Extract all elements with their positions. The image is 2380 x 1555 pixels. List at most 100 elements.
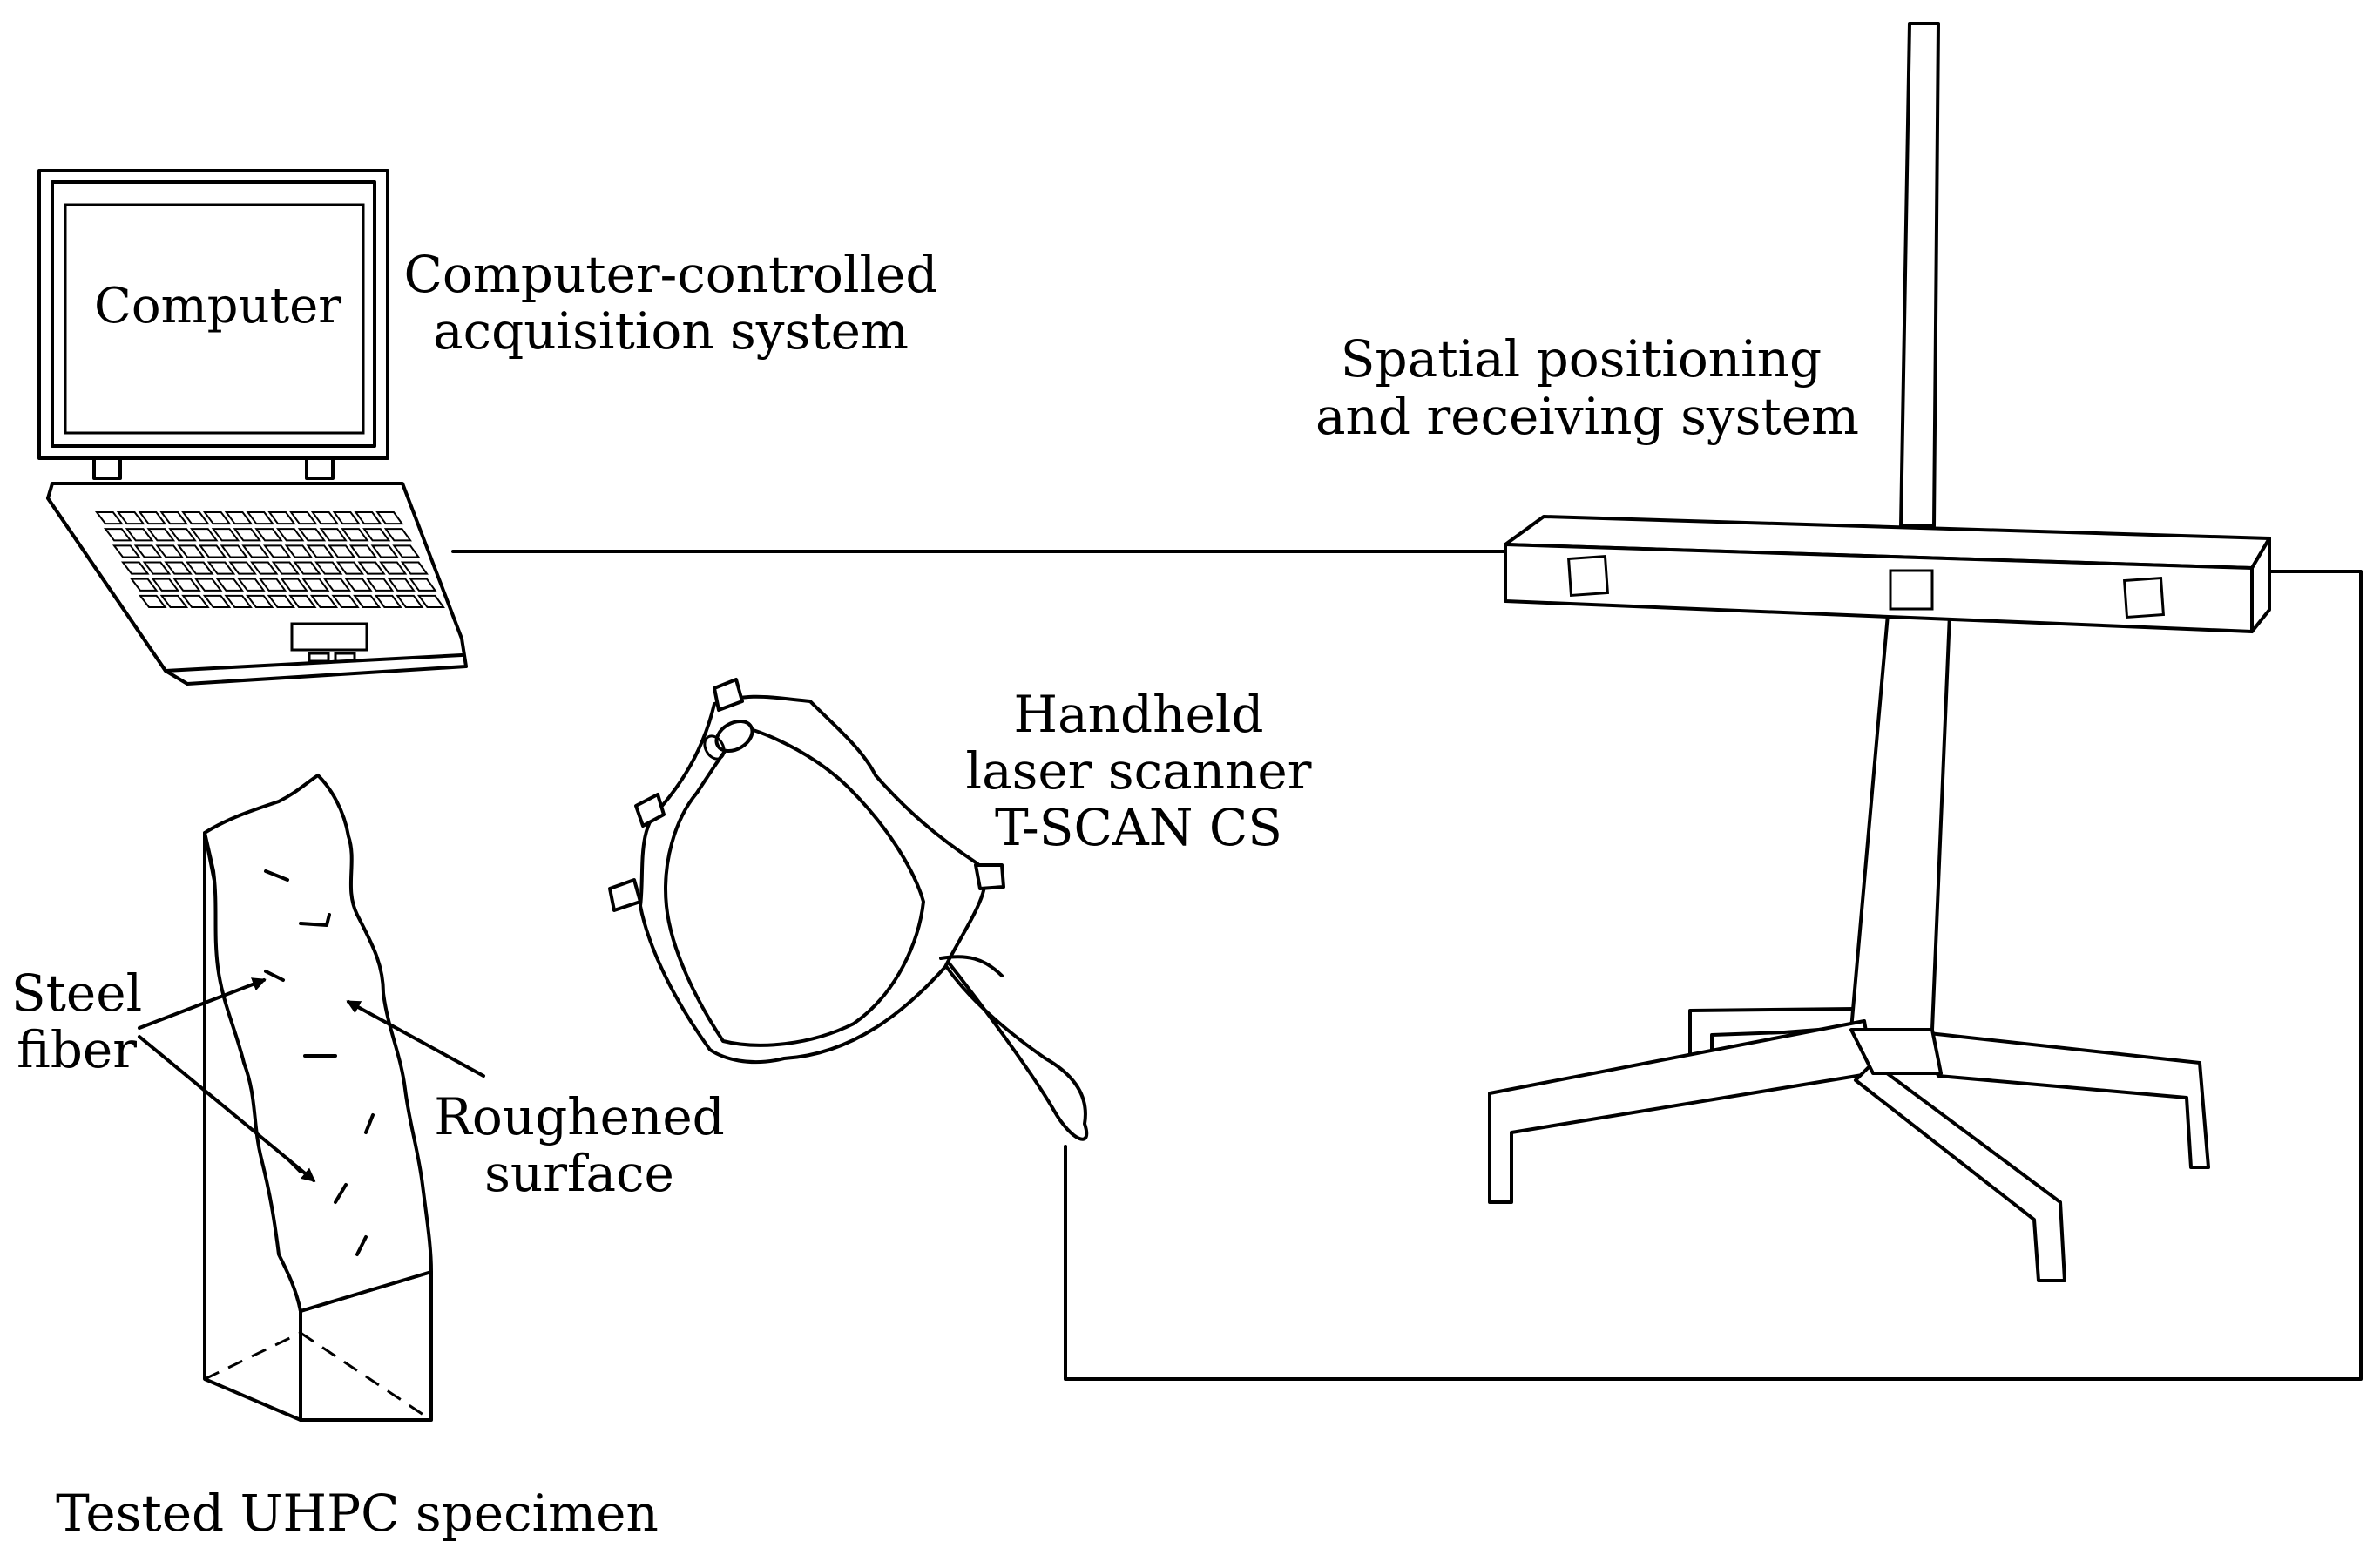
specimen-label: Tested UHPC specimen <box>56 1484 659 1543</box>
keyboard-key <box>138 594 167 608</box>
keyboard-key <box>133 544 163 558</box>
keyboard-key <box>341 528 369 542</box>
keyboard-key <box>293 561 321 575</box>
roughened-surface-arrow <box>346 1000 485 1078</box>
keyboard-key <box>280 578 308 592</box>
laptop-screen <box>51 180 376 448</box>
keyboard-key <box>396 594 424 608</box>
scanner-nub-lower <box>608 878 642 912</box>
tripod-lower-post <box>1849 612 1951 1031</box>
keyboard-key <box>202 511 232 525</box>
keyboard-key <box>322 578 352 592</box>
laptop-trackpad-button-right <box>334 652 356 663</box>
keyboard-key <box>332 511 361 525</box>
keyboard-key <box>237 578 266 592</box>
keyboard-key <box>400 561 429 575</box>
receiver-bar-end <box>2250 537 2271 633</box>
keyboard-key <box>267 594 295 608</box>
keyboard-key <box>362 528 391 542</box>
scanner-label-line3: T-SCAN CS <box>995 798 1282 857</box>
keyboard-key <box>309 594 339 608</box>
steel-fiber-3 <box>264 970 285 982</box>
keyboard-key <box>258 578 287 592</box>
keyboard-key <box>211 528 240 542</box>
keyboard-key <box>177 544 206 558</box>
scanner-lens-top-inner <box>703 734 726 761</box>
keyboard-key <box>409 578 437 592</box>
keyboard-key <box>357 561 386 575</box>
scanner-nub-left <box>634 793 666 828</box>
keyboard-key <box>202 594 232 608</box>
keyboard-key <box>228 561 257 575</box>
leader-arrows <box>138 977 485 1182</box>
keyboard-key <box>250 561 279 575</box>
keyboard-key <box>288 594 317 608</box>
laser-scanner-illustration <box>608 678 1089 1141</box>
keyboard-key <box>392 544 421 558</box>
laptop-screen-inner <box>64 203 365 435</box>
keyboard-key <box>116 511 145 525</box>
keyboard-key <box>267 511 296 525</box>
steel-fiber-arrow-upper <box>138 977 267 1030</box>
keyboard-key <box>344 578 373 592</box>
steel-fiber-7 <box>355 1235 368 1256</box>
keyboard-key <box>263 544 292 558</box>
keyboard-key <box>112 544 141 558</box>
keyboard-key <box>370 544 399 558</box>
camera-left <box>1566 554 1610 598</box>
keyboard-key <box>331 594 360 608</box>
tripod-post <box>1899 22 1940 528</box>
keyboard-key <box>224 594 253 608</box>
keyboard-key <box>142 561 172 575</box>
scanner-label-line1: Handheld <box>1014 685 1264 744</box>
scanner-nub-right <box>974 863 1005 890</box>
steel-fiber-label-line1: Steel <box>11 963 142 1023</box>
roughened-surface-label-line1: Roughened <box>434 1087 725 1146</box>
keyboard-key <box>353 594 382 608</box>
tripod-right-leg <box>1919 1031 2210 1169</box>
receiver-tripod-illustration <box>1488 22 2271 1282</box>
keyboard-key <box>181 594 210 608</box>
keyboard-key <box>348 544 378 558</box>
scanner-head <box>639 694 987 1065</box>
keyboard-key <box>164 561 193 575</box>
scanner-face <box>664 726 925 1047</box>
roughened-surface-label-line2: surface <box>484 1144 674 1203</box>
keyboard-key <box>271 561 301 575</box>
computer-screen-label: Computer <box>94 278 341 335</box>
uhpc-specimen-illustration <box>203 774 433 1422</box>
keyboard-key <box>94 511 124 525</box>
keyboard-key <box>233 528 261 542</box>
tripod-front-leg <box>1854 1061 2066 1282</box>
keyboard-key <box>387 578 416 592</box>
camera-center <box>1889 569 1934 611</box>
keyboard-key <box>310 511 340 525</box>
steel-fiber-arrow-lower <box>138 1035 316 1182</box>
steel-fiber-1 <box>264 869 289 882</box>
keyboard-key <box>224 511 254 525</box>
keyboard-key <box>335 561 365 575</box>
specimen-hidden-edge-1 <box>204 1331 301 1381</box>
keyboard-key <box>375 511 404 525</box>
specimen-rough-surface <box>203 774 433 1313</box>
acquisition-system-label-line2: acquisition system <box>433 301 909 361</box>
keyboard-key <box>181 511 210 525</box>
scanner-lens-top <box>714 719 754 754</box>
keyboard-key <box>383 528 412 542</box>
tripod-hub <box>1849 1028 1943 1075</box>
laptop-hinge <box>92 456 335 480</box>
keyboard-key <box>354 511 382 525</box>
camera-right <box>2122 576 2166 619</box>
keyboard-key <box>138 511 167 525</box>
keyboard-key <box>246 594 274 608</box>
laptop-keyboard <box>94 511 445 608</box>
steel-fiber-5 <box>364 1113 375 1134</box>
keyboard-key <box>220 544 249 558</box>
keyboard-key <box>125 528 154 542</box>
steel-fiber-label-line2: fiber <box>17 1020 137 1079</box>
keyboard-key <box>172 578 201 592</box>
steel-fiber-2 <box>299 913 331 927</box>
keyboard-key <box>254 528 283 542</box>
keyboard-key <box>190 528 219 542</box>
